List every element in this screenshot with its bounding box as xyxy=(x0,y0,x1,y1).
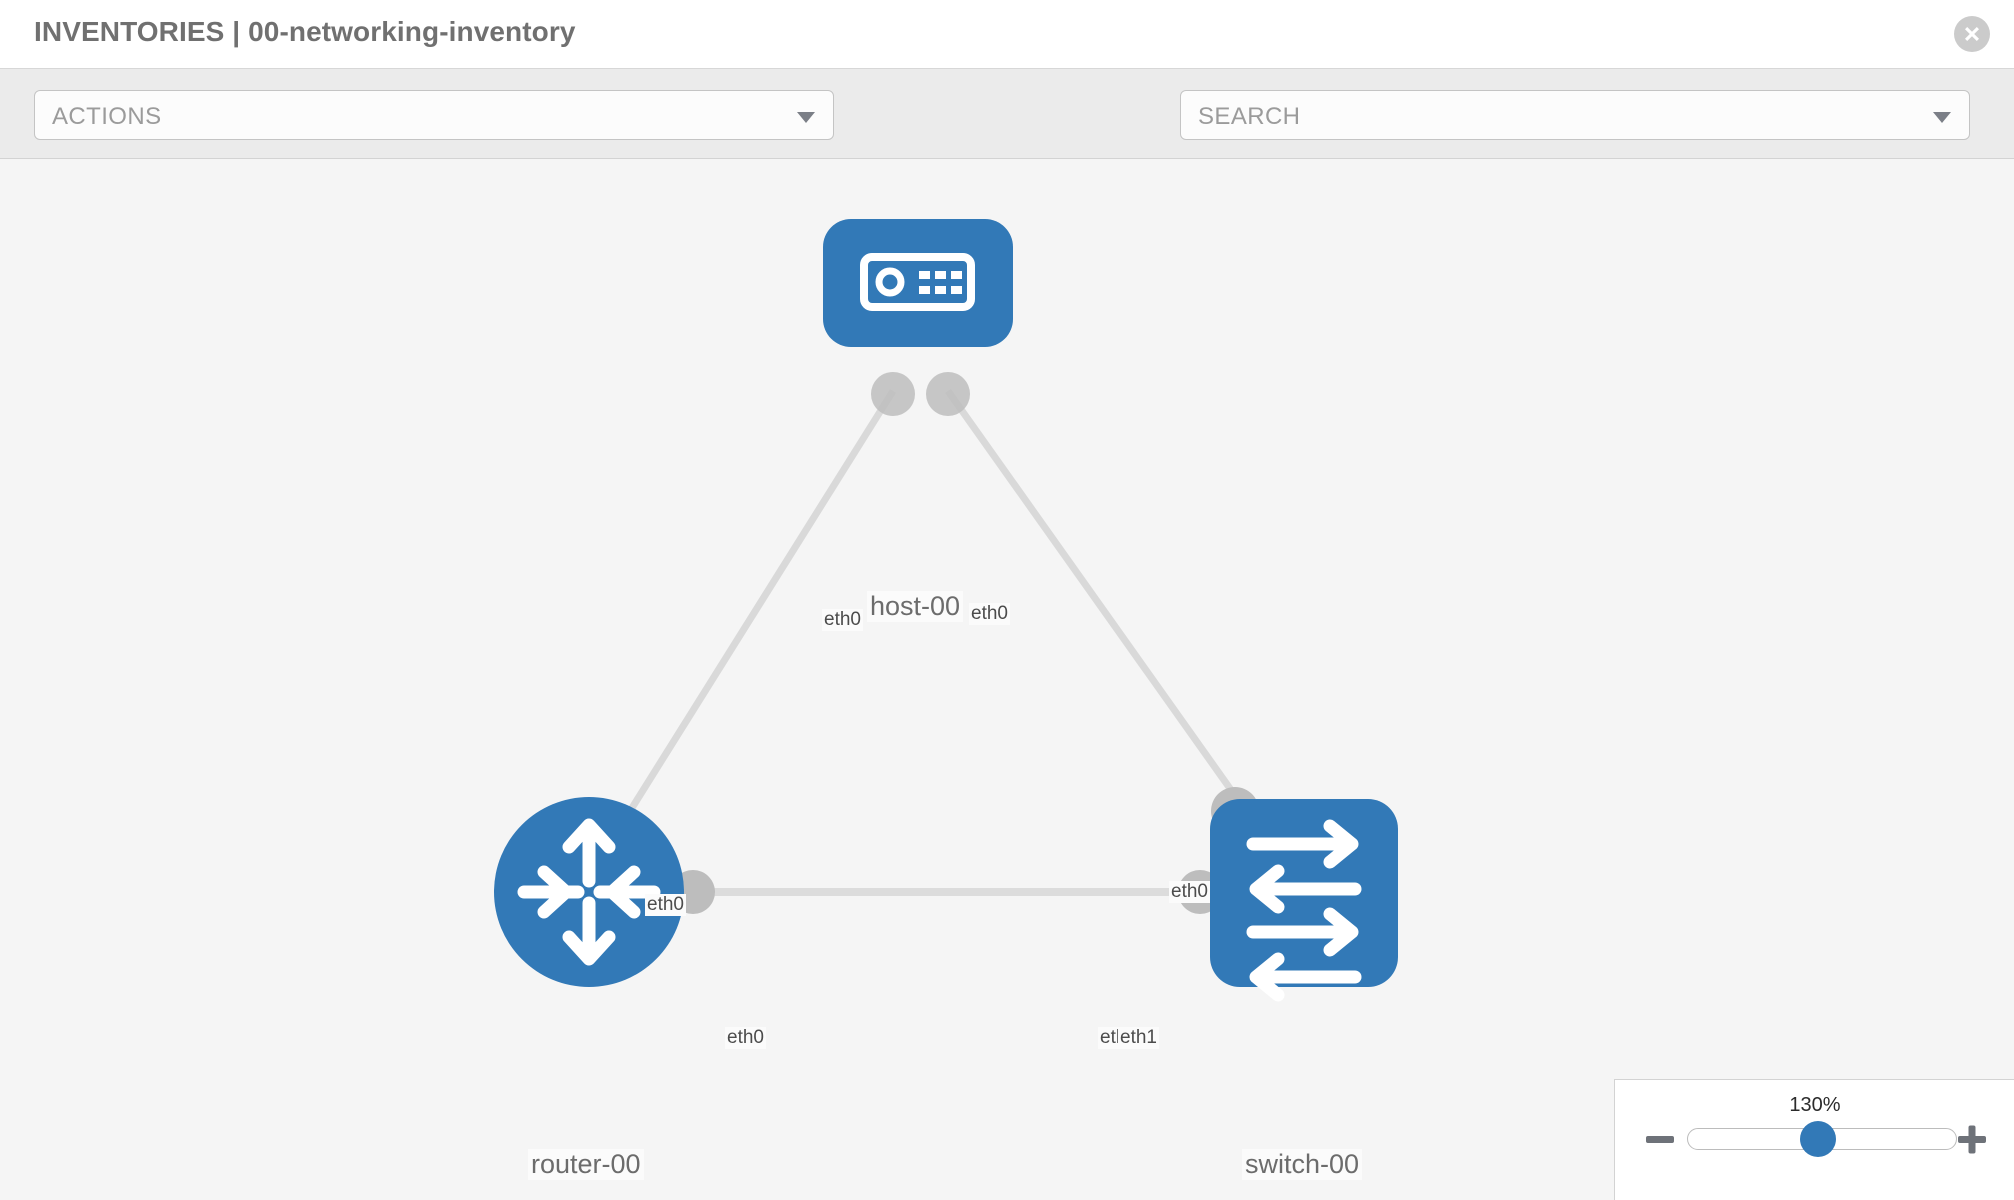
zoom-level-text: 130% xyxy=(1789,1094,1841,1116)
iface-label-host-switch: eth0 xyxy=(969,603,1010,625)
topology-graph xyxy=(494,219,1398,1002)
iface-label-router-host: eth0 xyxy=(645,894,686,916)
plus-icon[interactable] xyxy=(1955,1122,1989,1156)
node-host-00[interactable] xyxy=(823,219,1013,347)
minus-icon[interactable] xyxy=(1643,1122,1677,1156)
page-header: INVENTORIES | 00-networking-inventory xyxy=(0,0,2014,69)
topology-canvas[interactable]: host-00 router-00 switch-00 eth0 eth0 et… xyxy=(0,159,2014,1200)
connector-layer xyxy=(671,372,1259,914)
iface-label-router-switch: eth0 xyxy=(725,1027,766,1049)
chevron-down-icon xyxy=(1933,112,1951,123)
search-placeholder: SEARCH xyxy=(1198,103,1301,130)
link-layer xyxy=(597,388,1283,896)
search-input[interactable]: SEARCH xyxy=(1180,90,1970,140)
node-router-00[interactable] xyxy=(494,797,684,987)
iface-label-host-router: eth0 xyxy=(822,609,863,631)
server-icon xyxy=(860,253,975,311)
node-label-host-00: host-00 xyxy=(867,591,964,622)
iface-label-switch-host: eth0 xyxy=(1169,881,1210,903)
link-host-switch xyxy=(945,388,1283,862)
close-icon[interactable] xyxy=(1954,16,1990,52)
actions-dropdown-label: ACTIONS xyxy=(52,103,162,130)
router-arrows-icon xyxy=(517,818,661,966)
node-label-router-00: router-00 xyxy=(528,1149,644,1180)
actions-dropdown[interactable]: ACTIONS xyxy=(34,90,834,140)
iface-label-switch-router: eth1 xyxy=(1118,1027,1159,1049)
chevron-down-icon xyxy=(797,112,815,123)
zoom-control-panel: 130% xyxy=(1614,1079,2014,1200)
node-label-switch-00: switch-00 xyxy=(1242,1149,1363,1180)
toolbar: ACTIONS SEARCH xyxy=(0,69,2014,201)
zoom-slider-thumb[interactable] xyxy=(1800,1121,1836,1157)
link-host-router xyxy=(597,389,896,861)
connector-host-left xyxy=(871,372,915,416)
node-switch-00[interactable] xyxy=(1210,799,1398,1002)
page-title: INVENTORIES | 00-networking-inventory xyxy=(34,16,576,47)
switch-arrows-icon xyxy=(1246,819,1362,1002)
connector-host-right xyxy=(926,372,970,416)
